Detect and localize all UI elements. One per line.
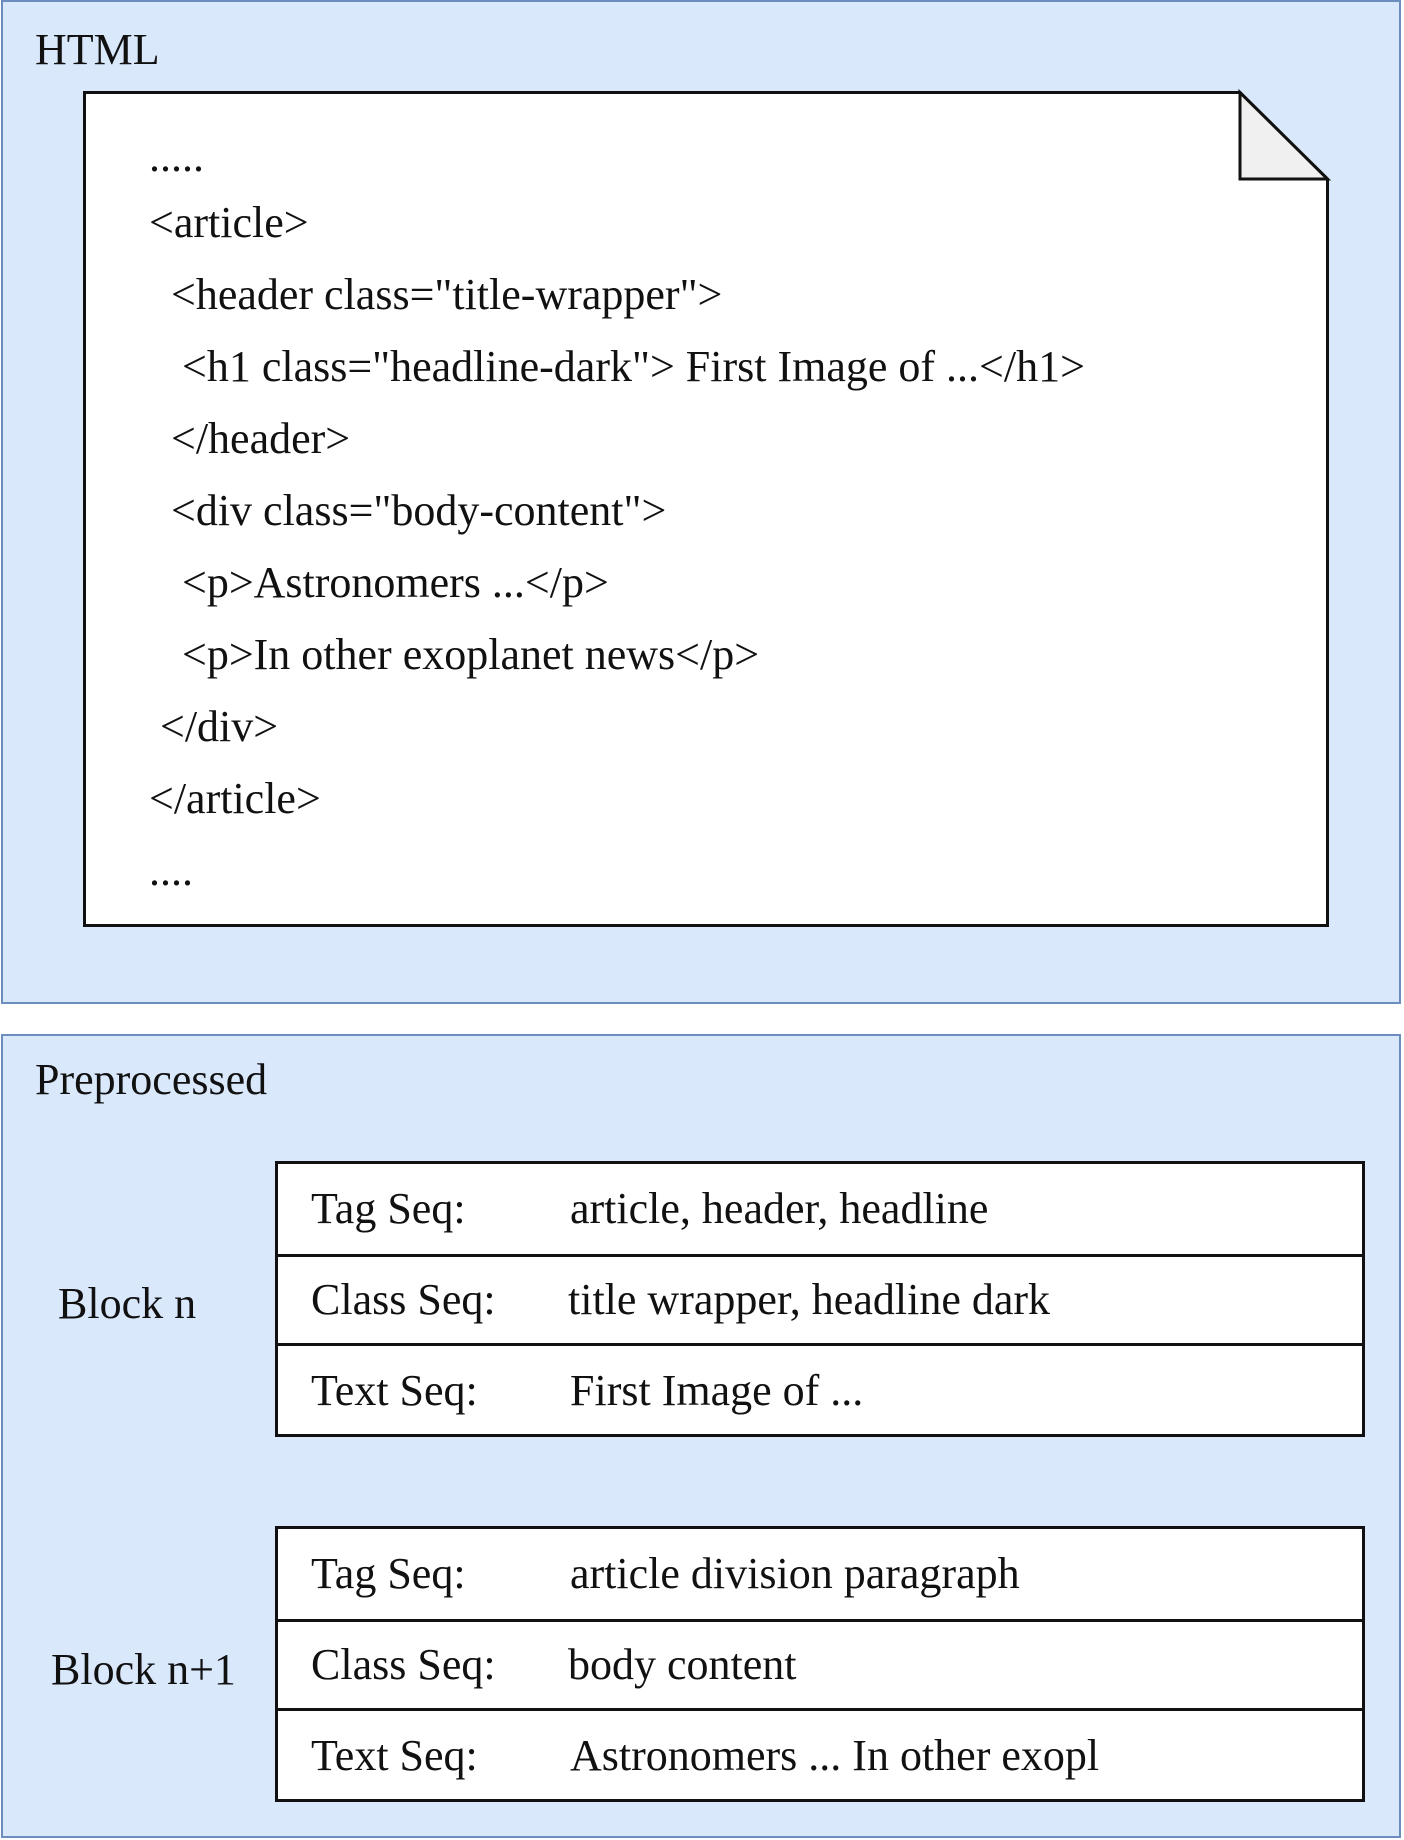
html-document-shape	[83, 88, 1332, 927]
class-seq-row: Class Seq: body content	[278, 1622, 1362, 1711]
code-line: <div class="body-content">	[149, 486, 667, 535]
text-seq-label: Text Seq:	[311, 1365, 478, 1415]
code-line: </header>	[149, 414, 351, 463]
block-label: Block n+1	[51, 1645, 236, 1694]
text-seq-row: Text Seq: Astronomers ... In other exopl	[278, 1711, 1362, 1800]
code-line: <p>Astronomers ...</p>	[149, 558, 609, 607]
block-table: Tag Seq: article division paragraph Clas…	[275, 1526, 1365, 1802]
code-line: <article>	[149, 198, 309, 247]
code-line: <header class="title-wrapper">	[149, 270, 723, 319]
class-seq-value: title wrapper, headline dark	[568, 1275, 1051, 1324]
code-line: .....	[149, 132, 204, 181]
code-line: <p>In other exoplanet news</p>	[149, 630, 760, 679]
code-line: </div>	[149, 702, 279, 751]
text-seq-value: Astronomers ... In other exopl	[570, 1730, 1100, 1780]
tag-seq-row: Tag Seq: article, header, headline	[278, 1164, 1362, 1257]
class-seq-label: Class Seq:	[311, 1275, 496, 1324]
class-seq-label: Class Seq:	[311, 1640, 496, 1689]
block-table: Tag Seq: article, header, headline Class…	[275, 1161, 1365, 1437]
class-seq-row: Class Seq: title wrapper, headline dark	[278, 1257, 1362, 1346]
tag-seq-value: article, header, headline	[570, 1184, 989, 1233]
html-code-block: ..... <article> <header class="title-wra…	[83, 91, 1329, 927]
class-seq-value: body content	[568, 1640, 797, 1689]
tag-seq-value: article division paragraph	[570, 1549, 1020, 1598]
code-line: ....	[149, 846, 193, 895]
block-label: Block n	[58, 1279, 197, 1328]
tag-seq-row: Tag Seq: article division paragraph	[278, 1529, 1362, 1622]
document-outline	[83, 91, 1329, 927]
code-line: </article>	[149, 774, 321, 823]
text-seq-label: Text Seq:	[311, 1730, 478, 1780]
html-panel: HTML ..... <article> <header class="titl…	[1, 0, 1401, 1004]
tag-seq-label: Tag Seq:	[311, 1549, 466, 1598]
preprocessed-panel-title: Preprocessed	[35, 1055, 268, 1104]
folded-corner-icon	[1238, 88, 1332, 181]
code-line: <h1 class="headline-dark"> First Image o…	[149, 342, 1085, 391]
tag-seq-label: Tag Seq:	[311, 1184, 466, 1233]
preprocessed-panel: Preprocessed Block n Tag Seq: article, h…	[1, 1034, 1401, 1838]
text-seq-row: Text Seq: First Image of ...	[278, 1346, 1362, 1435]
text-seq-value: First Image of ...	[570, 1365, 864, 1415]
html-panel-title: HTML	[35, 25, 160, 74]
